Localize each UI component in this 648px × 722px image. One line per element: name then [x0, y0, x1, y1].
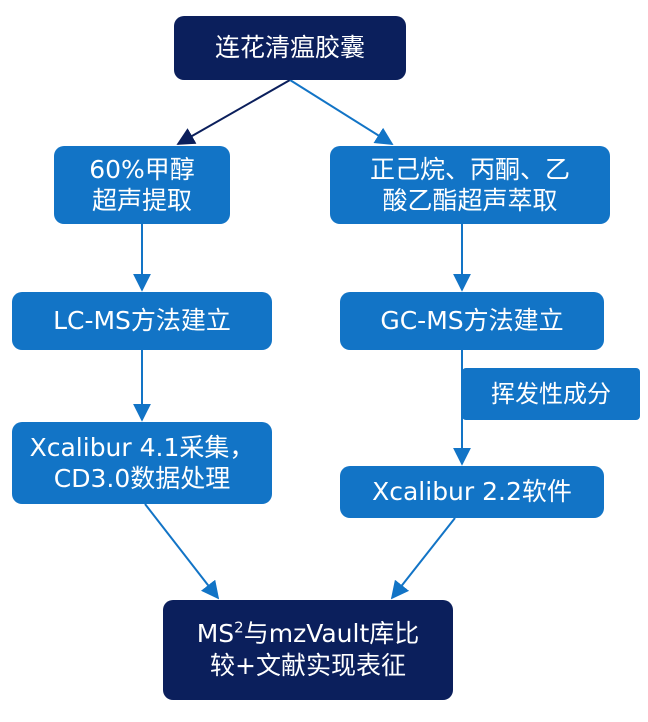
right-extraction-text: 正己烷、丙酮、乙 酸乙酯超声萃取	[370, 154, 570, 217]
bottom-result-prefix: MS	[196, 618, 235, 648]
arrow-right3-to-bottom	[390, 517, 456, 600]
top-node-label: 连花清瘟胶囊	[214, 33, 365, 63]
arrow-top-to-right	[289, 79, 394, 145]
left-extraction-line-2: 超声提取	[91, 186, 192, 215]
lc-ms-method-box: LC-MS方法建立	[12, 292, 272, 350]
bottom-result-text: MS2与mzVault库比 较+文献实现表征	[197, 618, 420, 683]
right-extraction-line-1: 正己烷、丙酮、乙	[369, 154, 570, 184]
left-extraction-line-1: 60%甲醇	[89, 154, 195, 184]
top-node-box: 连花清瘟胶囊	[174, 16, 406, 80]
left-processing-text: Xcalibur 4.1采集， CD3.0数据处理	[30, 432, 255, 495]
bottom-result-line-1: MS2与mzVault库比	[197, 618, 420, 651]
bottom-result-box: MS2与mzVault库比 较+文献实现表征	[163, 600, 453, 700]
left-extraction-text: 60%甲醇 超声提取	[89, 154, 195, 217]
left-processing-line-1: Xcalibur 4.1采集，	[29, 432, 255, 462]
gc-ms-method-label: GC-MS方法建立	[380, 306, 564, 336]
bottom-result-suffix: 与mzVault库比	[243, 618, 420, 648]
left-extraction-box: 60%甲醇 超声提取	[54, 146, 230, 224]
right-software-box: Xcalibur 2.2软件	[340, 466, 604, 518]
lc-ms-method-label: LC-MS方法建立	[53, 306, 231, 336]
arrow-top-to-left	[176, 79, 291, 145]
right-software-label: Xcalibur 2.2软件	[372, 477, 572, 507]
bottom-result-line-2: 较+文献实现表征	[210, 651, 406, 680]
right-extraction-line-2: 酸乙酯超声萃取	[382, 186, 558, 215]
arrow-left3-to-bottom	[144, 503, 220, 600]
left-processing-line-2: CD3.0数据处理	[53, 464, 231, 493]
volatile-components-tag: 挥发性成分	[462, 368, 640, 420]
gc-ms-method-box: GC-MS方法建立	[340, 292, 604, 350]
right-extraction-box: 正己烷、丙酮、乙 酸乙酯超声萃取	[330, 146, 610, 224]
bottom-result-superscript: 2	[234, 618, 244, 637]
left-processing-box: Xcalibur 4.1采集， CD3.0数据处理	[12, 422, 272, 504]
volatile-components-label: 挥发性成分	[491, 380, 611, 408]
